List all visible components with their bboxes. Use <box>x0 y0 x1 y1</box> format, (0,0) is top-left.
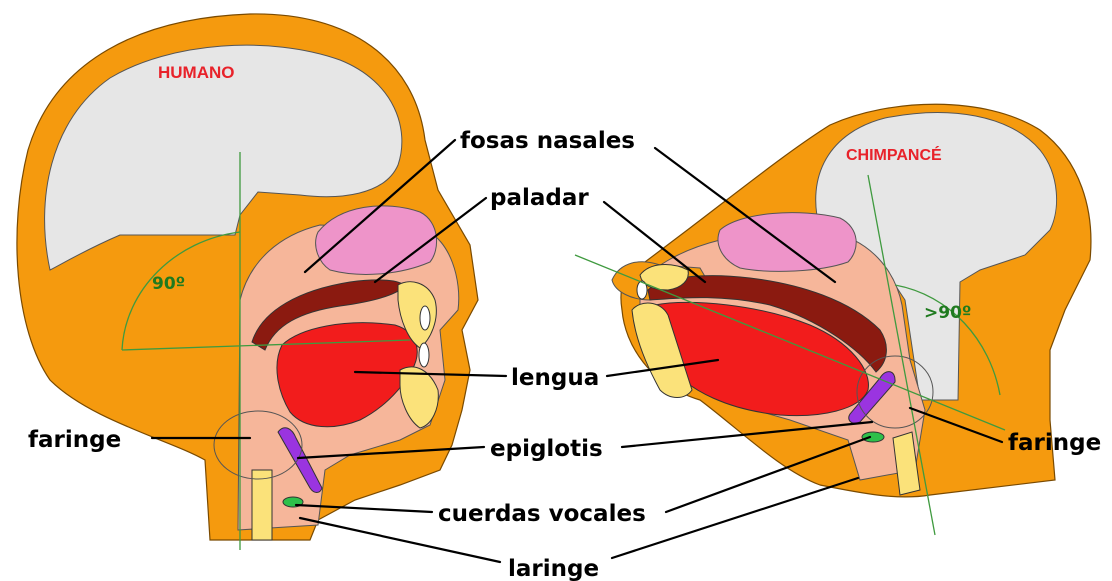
human-head <box>17 14 478 550</box>
chimp-nasal-cavity <box>718 213 856 272</box>
label-lengua: lengua <box>511 365 599 391</box>
label-paladar: paladar <box>490 185 589 211</box>
chimp-title: CHIMPANCÉ <box>846 145 942 164</box>
human-lower-incisor <box>419 343 429 367</box>
label-cuerdas-vocales: cuerdas vocales <box>438 501 646 527</box>
human-title: HUMANO <box>158 63 235 82</box>
human-spine <box>252 470 272 540</box>
leader-laringe-right <box>612 478 858 558</box>
label-laringe: laringe <box>508 556 599 581</box>
label-fosas-nasales: fosas nasales <box>460 128 635 154</box>
chimp-head <box>575 104 1091 535</box>
label-epiglotis: epiglotis <box>490 436 603 462</box>
human-upper-incisor <box>420 306 430 330</box>
label-faringe-left: faringe <box>28 427 121 453</box>
chimp-vocal-cords <box>862 432 884 442</box>
label-faringe-right: faringe <box>1008 430 1101 456</box>
human-angle-label: 90º <box>152 274 185 294</box>
chimp-angle-label: >90º <box>924 303 972 323</box>
